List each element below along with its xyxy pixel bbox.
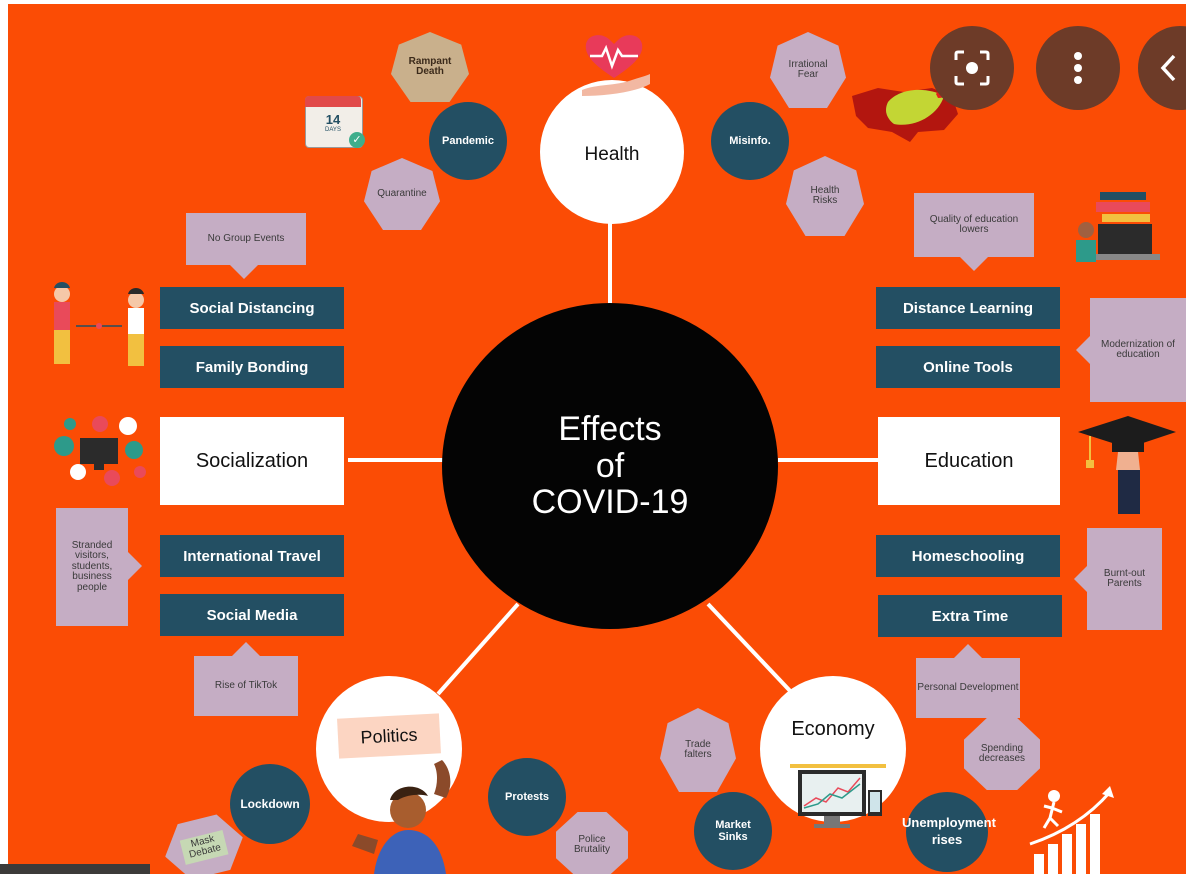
hub-socialization: Socialization	[160, 417, 344, 505]
node-rise-of-tiktok: Rise of TikTok	[194, 642, 298, 716]
node-trade-falters-label: Trade falters	[684, 738, 712, 760]
node-distance-learning: Distance Learning	[876, 287, 1060, 329]
node-pandemic: Pandemic	[429, 102, 507, 180]
node-stranded: Stranded visitors, students, business pe…	[56, 508, 150, 626]
lens-icon	[954, 50, 990, 86]
node-no-group-events-label: No Group Events	[207, 232, 285, 244]
node-family-bonding: Family Bonding	[160, 346, 344, 388]
hub-education-label: Education	[924, 449, 1014, 472]
node-burnt-out-label: Burnt-out Parents	[1103, 567, 1146, 589]
node-quality-lowers: Quality of education lowers	[914, 193, 1034, 271]
node-market-sinks-label: Market Sinks	[715, 819, 751, 843]
node-quarantine: Quarantine	[364, 158, 440, 230]
node-health-risks-label: Health Risks	[810, 184, 840, 206]
node-personal-development-label: Personal Development	[917, 681, 1019, 693]
social-distancing-people-icon	[54, 282, 144, 366]
node-social-distancing: Social Distancing	[160, 287, 344, 329]
politics-label-box: Politics	[337, 713, 441, 759]
graduation-cap-icon	[1078, 416, 1176, 514]
mind-map-canvas: Effects of COVID-19 Health Pandemic Quar…	[8, 4, 1186, 874]
node-trade-falters: Trade falters	[660, 708, 736, 792]
check-icon: ✓	[349, 132, 365, 148]
hub-health-label: Health	[584, 144, 640, 165]
stock-monitor-icon	[790, 764, 886, 828]
node-misinfo: Misinfo.	[711, 102, 789, 180]
node-social-distancing-label: Social Distancing	[189, 299, 315, 317]
node-personal-development: Personal Development	[916, 644, 1020, 718]
node-homeschooling-label: Homeschooling	[911, 547, 1025, 565]
node-protests: Protests	[488, 758, 566, 836]
node-rise-of-tiktok-label: Rise of TikTok	[214, 679, 278, 691]
node-quarantine-label: Quarantine	[377, 187, 427, 199]
node-social-media-label: Social Media	[206, 606, 298, 624]
hub-health: Health	[540, 80, 684, 224]
bottom-strip	[0, 864, 150, 874]
node-stranded-label: Stranded visitors, students, business pe…	[71, 539, 113, 593]
node-homeschooling: Homeschooling	[876, 535, 1060, 577]
node-lockdown: Lockdown	[230, 764, 310, 844]
node-modernization-label: Modernization of education	[1101, 338, 1175, 360]
hub-economy-label: Economy	[791, 717, 875, 740]
node-irrational-fear: Irrational Fear	[770, 32, 846, 108]
center-line-1: Effects	[558, 409, 662, 448]
node-modernization: Modernization of education	[1076, 298, 1186, 402]
node-burnt-out: Burnt-out Parents	[1074, 528, 1162, 630]
center-topic: Effects of COVID-19	[442, 303, 778, 629]
heart-hand-icon	[582, 35, 650, 96]
social-devices-icon	[54, 416, 146, 486]
node-unemployment: Unemployment rises	[902, 792, 996, 872]
node-social-media: Social Media	[160, 594, 344, 636]
node-extra-time-label: Extra Time	[931, 607, 1009, 625]
node-online-tools: Online Tools	[876, 346, 1060, 388]
node-health-risks: Health Risks	[786, 156, 864, 236]
node-extra-time: Extra Time	[878, 595, 1062, 637]
more-vertical-icon	[1074, 52, 1082, 84]
calendar-number: 14	[325, 112, 341, 127]
hub-education: Education	[878, 417, 1060, 505]
calendar-icon: 14 DAYS ✓	[305, 92, 365, 148]
node-irrational-fear-label: Irrational Fear	[788, 58, 828, 80]
node-unemployment-label: Unemployment rises	[902, 815, 996, 847]
node-mask-debate-label: Mask Debate	[180, 830, 229, 865]
node-international-travel-label: International Travel	[183, 547, 321, 565]
calendar-caption: DAYS	[325, 127, 341, 133]
node-market-sinks: Market Sinks	[694, 792, 772, 870]
node-lockdown-label: Lockdown	[240, 797, 300, 811]
node-international-travel: International Travel	[160, 535, 344, 577]
connector-lines	[348, 216, 880, 696]
node-distance-learning-label: Distance Learning	[902, 299, 1034, 317]
more-options-button[interactable]	[1036, 26, 1120, 110]
node-rampant-death: Rampant Death	[391, 32, 469, 102]
center-line-3: COVID-19	[531, 483, 689, 522]
node-pandemic-label: Pandemic	[442, 135, 494, 147]
link-politics	[436, 602, 520, 696]
node-protests-label: Protests	[504, 791, 550, 803]
node-rampant-death-label: Rampant Death	[408, 55, 452, 77]
node-police-brutality-label: Police Brutality	[573, 833, 611, 855]
node-misinfo-label: Misinfo.	[729, 135, 771, 147]
node-no-group-events: No Group Events	[186, 213, 306, 279]
lens-button[interactable]	[930, 26, 1014, 110]
node-quality-lowers-label: Quality of education lowers	[929, 213, 1019, 235]
hub-socialization-label: Socialization	[195, 449, 309, 472]
node-online-tools-label: Online Tools	[923, 358, 1013, 376]
growth-stairs-icon	[1029, 786, 1114, 874]
chevron-left-icon	[1160, 54, 1176, 82]
node-family-bonding-label: Family Bonding	[195, 358, 309, 376]
hub-politics-label: Politics	[359, 724, 418, 747]
protester-icon	[352, 760, 451, 874]
center-line-2: of	[595, 446, 625, 485]
node-police-brutality: Police Brutality	[556, 812, 628, 874]
link-economy	[706, 602, 795, 696]
node-spending-decreases: Spending decreases	[964, 718, 1040, 790]
study-laptop-icon	[1076, 192, 1160, 262]
node-spending-decreases-label: Spending decreases	[978, 742, 1026, 764]
